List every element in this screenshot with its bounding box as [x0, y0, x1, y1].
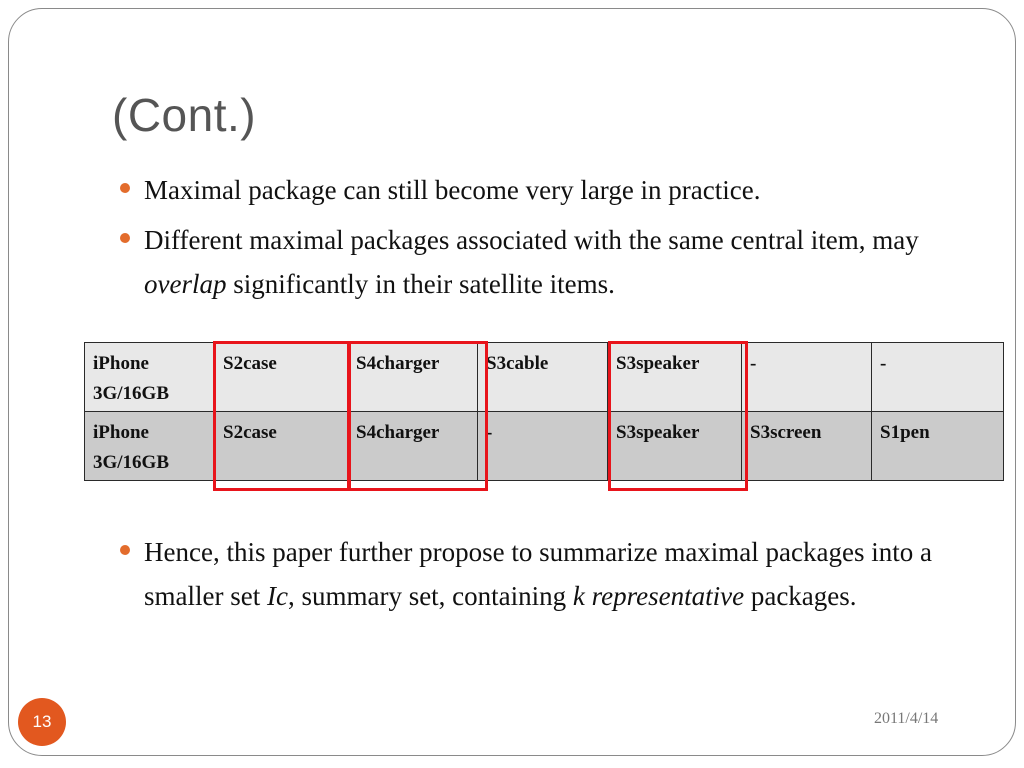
bullet-text: , summary set, containing	[287, 581, 573, 611]
page-number-badge: 13	[18, 698, 66, 746]
bullet-icon	[120, 233, 130, 243]
table-cell: S3speaker	[607, 411, 742, 481]
bullet-text: packages.	[744, 581, 857, 611]
table-row: iPhone 3G/16GB S2case S4charger S3cable …	[84, 342, 1004, 412]
bullet-text: significantly in their satellite items.	[226, 269, 615, 299]
bullet-icon	[120, 183, 130, 193]
table-cell: iPhone 3G/16GB	[84, 411, 215, 481]
bullet-item: Different maximal packages associated wi…	[118, 218, 968, 306]
table-cell: -	[741, 342, 872, 412]
table-cell: S2case	[214, 342, 348, 412]
slide-date: 2011/4/14	[874, 710, 939, 727]
bullet-text: Different maximal packages associated wi…	[144, 225, 919, 255]
bullet-item: Maximal package can still become very la…	[118, 168, 968, 212]
highlight-box-s4charger	[348, 341, 488, 491]
bullet-text: Maximal package can still become very la…	[144, 175, 761, 205]
table-cell: -	[477, 411, 608, 481]
highlight-box-s2case	[213, 341, 350, 491]
bullet-emphasis: k representative	[572, 581, 745, 611]
table-cell: S3screen	[741, 411, 872, 481]
table-cell: S4charger	[347, 342, 478, 412]
table-cell: iPhone 3G/16GB	[84, 342, 215, 412]
table-row: iPhone 3G/16GB S2case S4charger - S3spea…	[84, 411, 1004, 481]
table-cell: -	[871, 342, 1004, 412]
package-table: iPhone 3G/16GB S2case S4charger S3cable …	[84, 342, 1004, 481]
table-cell: S2case	[214, 411, 348, 481]
bullet-list-top: Maximal package can still become very la…	[118, 168, 968, 312]
bullet-text: Hence, this paper further propose to sum…	[144, 537, 932, 611]
table-cell: S4charger	[347, 411, 478, 481]
bullet-item: Hence, this paper further propose to sum…	[118, 530, 968, 618]
package-table-wrapper: iPhone 3G/16GB S2case S4charger S3cable …	[84, 342, 1004, 481]
slide-title: (Cont.)	[112, 89, 257, 141]
bullet-emphasis: Ic	[266, 581, 288, 611]
table-cell: S3speaker	[607, 342, 742, 412]
table-cell: S3cable	[477, 342, 608, 412]
bullet-emphasis: overlap	[144, 269, 227, 299]
bullet-icon	[120, 545, 130, 555]
highlight-box-s3speaker	[608, 341, 748, 491]
bullet-list-bottom: Hence, this paper further propose to sum…	[118, 530, 968, 624]
table-cell: S1pen	[871, 411, 1004, 481]
